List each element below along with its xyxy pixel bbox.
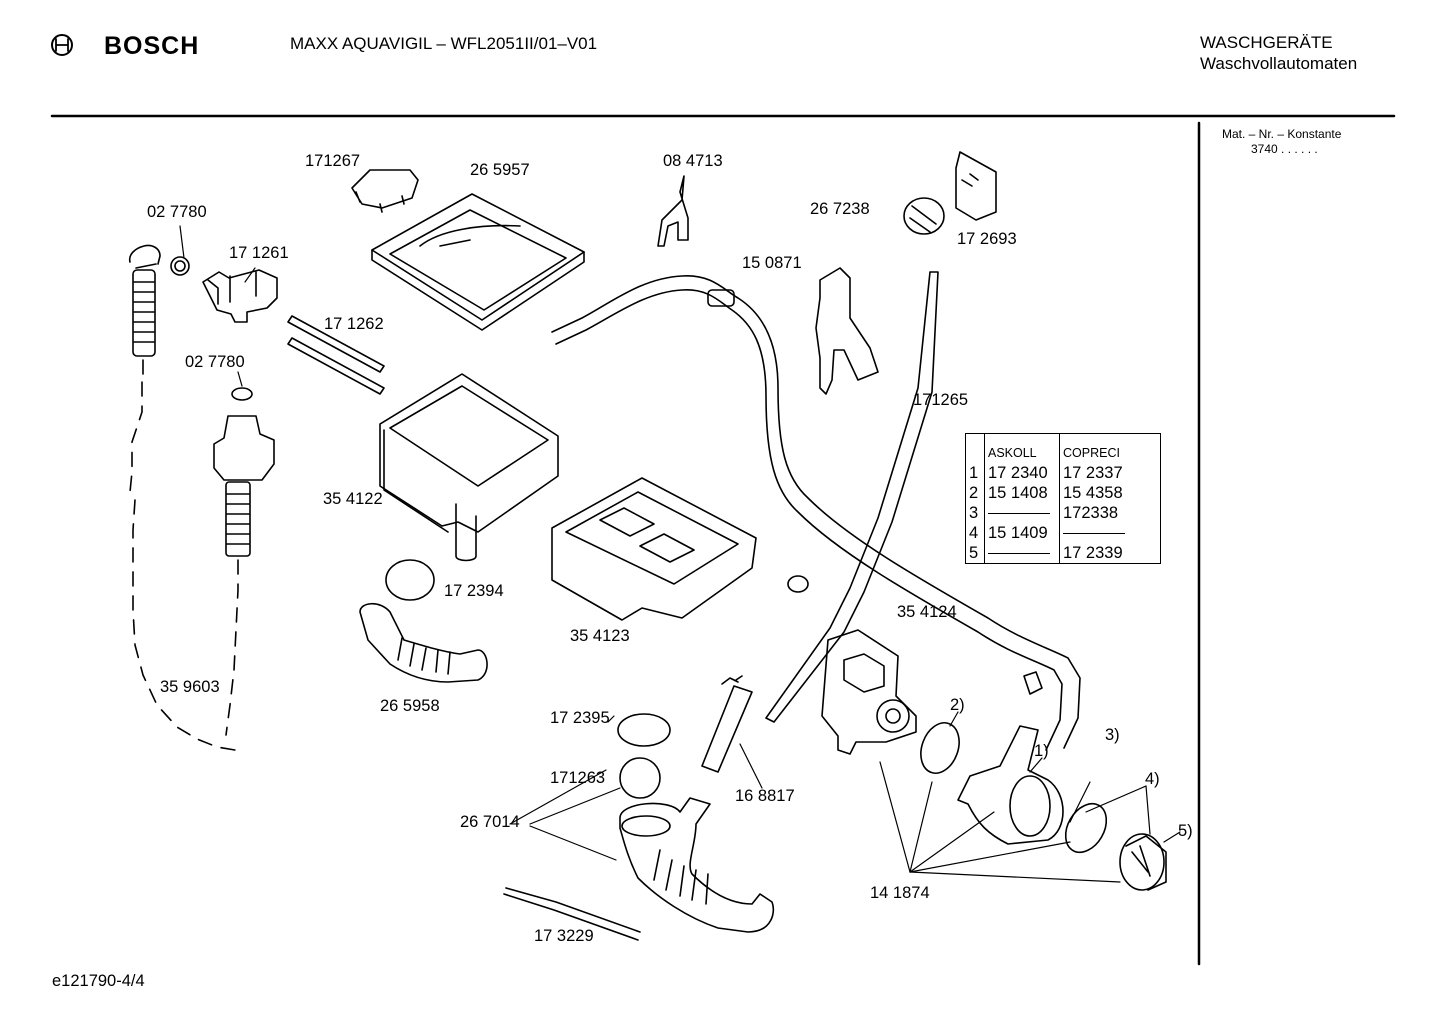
part-label: 35 4122 (323, 490, 383, 508)
part-label: 26 7238 (810, 200, 870, 218)
ball-171263 (619, 757, 661, 799)
hose-part-173229 (503, 887, 641, 941)
bosch-logo-icon (51, 34, 73, 56)
variant-table: ASKOLL COPRECI 1 17 2340 17 2337 2 15 14… (965, 433, 1161, 564)
clip-part-171267 (351, 169, 419, 213)
drawer-part-354123 (551, 477, 757, 621)
inlet-hose-part (128, 244, 239, 751)
bracket-part-267238 (815, 267, 879, 395)
heater-probe-part (701, 675, 753, 773)
part-label: 17 3229 (534, 927, 594, 945)
brand-name: BOSCH (104, 32, 200, 60)
table-cell: 17 2339 (1063, 544, 1123, 562)
table-cell: 1 (965, 463, 985, 483)
callout-number: 4) (1145, 770, 1160, 788)
part-label: 17 2693 (957, 230, 1017, 248)
part-label: 35 4123 (570, 627, 630, 645)
table-cell: 15 1408 (984, 483, 1060, 503)
callout-number: 3) (1105, 726, 1120, 744)
hose-part-150871 (551, 275, 1081, 751)
part-label: 16 8817 (735, 787, 795, 805)
table-row: 1 17 2340 17 2337 (965, 463, 1161, 483)
table-cell: 17 2340 (984, 463, 1060, 483)
part-label: 171267 (305, 152, 361, 170)
leader-lines (179, 225, 1181, 883)
gasket-ring-172395 (617, 713, 671, 747)
part-label: 17 2395 (550, 709, 610, 727)
part-label: 26 7014 (460, 813, 520, 831)
not-available-dash (988, 513, 1050, 515)
table-header-cell: ASKOLL (984, 433, 1060, 463)
table-header-cell: COPRECI (1063, 446, 1120, 460)
part-label: 02 7780 (147, 203, 207, 221)
part-label: 17 1261 (229, 244, 289, 262)
part-label: 35 9603 (160, 678, 220, 696)
table-cell: 5 (965, 543, 985, 564)
seal-ring-2 (920, 722, 960, 774)
table-cell: 15 1409 (984, 523, 1060, 543)
bracket-part-084713 (657, 175, 689, 247)
document-id: e121790-4/4 (52, 972, 145, 990)
material-constant-value: 3740 . . . . . . (1251, 142, 1318, 156)
table-cell: 4 (965, 523, 985, 543)
table-row: 3 172338 (965, 503, 1161, 523)
inlet-valve-part (202, 269, 278, 323)
table-cell: 172338 (1063, 504, 1119, 522)
drawer-cover-part (371, 193, 585, 331)
filter-part (1119, 833, 1167, 891)
part-label: 14 1874 (870, 884, 930, 902)
not-available-dash (988, 553, 1050, 555)
seal-ring-3 (1064, 802, 1108, 854)
rods-part (287, 315, 385, 395)
part-label: 08 4713 (663, 152, 723, 170)
table-row: 5 17 2339 (965, 543, 1161, 564)
table-cell: 17 2337 (1063, 464, 1123, 482)
pump-housing-part (957, 725, 1064, 845)
material-constant-label: Mat. – Nr. – Konstante (1222, 127, 1342, 141)
part-label: 17 1262 (324, 315, 384, 333)
category-title: WASCHGERÄTE (1200, 33, 1333, 52)
not-available-dash (1063, 533, 1125, 535)
lower-valve-hose-part (213, 387, 275, 557)
subcategory-title: Waschvollautomaten (1200, 54, 1358, 73)
callout-number: 1) (1034, 742, 1049, 760)
table-row: 4 15 1409 (965, 523, 1161, 543)
part-label: 02 7780 (185, 353, 245, 371)
drain-pump-part (821, 629, 917, 755)
sump-part (619, 797, 775, 933)
table-row: 2 15 1408 15 4358 (965, 483, 1161, 503)
callout-number: 5) (1178, 822, 1193, 840)
table-cell (1060, 523, 1161, 543)
callout-number: 2) (950, 696, 965, 714)
part-label: 171265 (913, 391, 969, 409)
bellows-hose-part (359, 602, 488, 683)
table-cell: 2 (965, 483, 985, 503)
table-header-cell (965, 433, 985, 463)
table-cell: 15 4358 (1063, 484, 1123, 502)
part-label: 26 5958 (380, 697, 440, 715)
table-cell: 3 (965, 503, 985, 523)
table-cell (984, 503, 1060, 523)
part-label: 15 0871 (742, 254, 802, 272)
part-label: 17 2394 (444, 582, 504, 600)
model-title: MAXX AQUAVIGIL – WFL2051II/01–V01 (290, 34, 598, 53)
drawer-part-354122 (379, 373, 559, 562)
level-tube-part (765, 271, 939, 723)
part-label: 26 5957 (470, 161, 530, 179)
gasket-ring-172394 (385, 559, 435, 601)
table-cell (984, 543, 1060, 564)
table-header-row: ASKOLL COPRECI (965, 433, 1161, 463)
pressure-switch-part (903, 151, 997, 235)
part-label: 35 4124 (897, 603, 957, 621)
part-label: 171263 (550, 769, 606, 787)
